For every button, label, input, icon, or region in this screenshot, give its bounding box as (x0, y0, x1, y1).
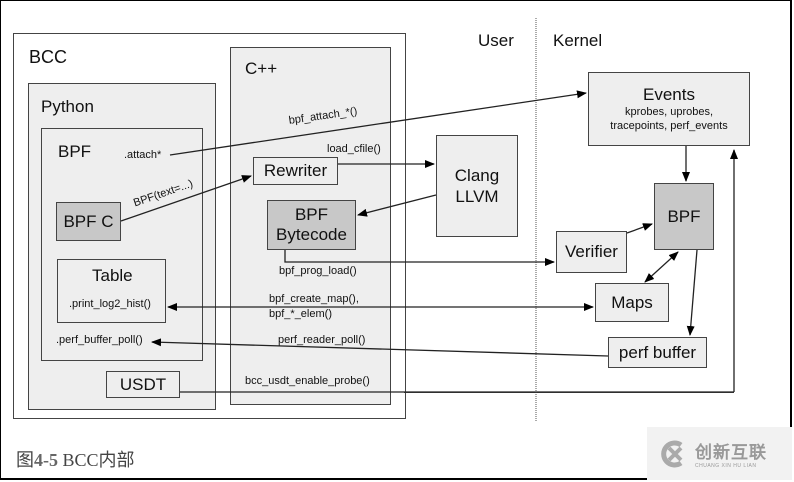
watermark-brand: 创新互联 (695, 443, 767, 462)
bpf-kernel-label: BPF (667, 206, 701, 226)
events-title: Events (643, 85, 695, 104)
bpf-c-box: BPF C (56, 202, 121, 241)
verifier-box: Verifier (556, 231, 627, 273)
bcc-label: BCC (29, 47, 68, 67)
kernel-label: Kernel (553, 31, 603, 50)
usdt-enable-edge-label: bcc_usdt_enable_probe() (245, 375, 370, 387)
rewriter-box: Rewriter (253, 157, 338, 185)
caption-prefix: 图 (16, 450, 34, 470)
clang-llvm-box: Clang LLVM (436, 135, 518, 237)
perf-buffer-box: perf buffer (608, 337, 707, 368)
watermark-logo-icon (661, 440, 683, 467)
bpf-text-arrow (120, 175, 252, 222)
perf-reader-poll-edge-label: perf_reader_poll() (278, 334, 366, 346)
caption-number: 4-5 (34, 450, 58, 470)
maps-box: Maps (595, 283, 669, 322)
bpf-python-label: BPF (58, 142, 92, 161)
llvm-label: LLVM (455, 187, 499, 206)
verifier-to-bpf-arrow (626, 223, 653, 234)
caption-text: BCC内部 (58, 450, 135, 470)
load-cfile-edge-label: load_cfile() (327, 143, 381, 155)
bpf-c-label: BPF C (63, 211, 114, 231)
bpf-kernel-box: BPF (654, 183, 714, 250)
maps-bpf-arrow (644, 251, 679, 283)
maps-label: Maps (611, 292, 653, 312)
clang-to-bytecode-arrow (357, 194, 437, 217)
events-subtitle-1: kprobes, uprobes, (624, 106, 714, 118)
bpf-prog-load-edge-label: bpf_prog_load() (279, 265, 357, 277)
figure-caption: 图4-5 BCC内部 (16, 446, 135, 472)
python-label: Python (41, 97, 94, 116)
clang-label: Clang (454, 166, 500, 185)
watermark: 创新互联 CHUANG XIN HU LIAN (647, 427, 792, 480)
print-hist-label: .print_log2_hist() (69, 298, 151, 310)
bpf-bytecode-label-2: Bytecode (276, 225, 347, 244)
watermark-sub: CHUANG XIN HU LIAN (695, 463, 757, 469)
attach-arrow (169, 90, 587, 156)
attach-label: .attach* (124, 149, 162, 161)
perf-reader-poll-arrow (151, 338, 609, 357)
table-label: Table (92, 266, 133, 285)
bpf-bytecode-box: BPF Bytecode (267, 200, 356, 250)
perf-buffer-label: perf buffer (618, 342, 697, 362)
bpf-create-map-edge-label-2: bpf_*_elem() (269, 308, 332, 320)
bpf-create-map-edge-label-1: bpf_create_map(), (269, 293, 359, 305)
user-label: User (478, 31, 514, 50)
verifier-label: Verifier (565, 242, 618, 261)
prog-load-arrow (284, 250, 555, 266)
cpp-label: C++ (245, 59, 278, 78)
events-box: Events kprobes, uprobes, tracepoints, pe… (588, 72, 750, 146)
usdt-label: USDT (119, 374, 167, 394)
bpf-to-perf-buffer-arrow (686, 249, 698, 336)
rewriter-label: Rewriter (263, 161, 328, 180)
events-subtitle-2: tracepoints, perf_events (610, 120, 728, 132)
table-box (57, 259, 166, 323)
bpf-bytecode-label-1: BPF (294, 205, 329, 224)
perf-buffer-poll-label: .perf_buffer_poll() (56, 334, 143, 346)
usdt-box: USDT (106, 371, 180, 398)
